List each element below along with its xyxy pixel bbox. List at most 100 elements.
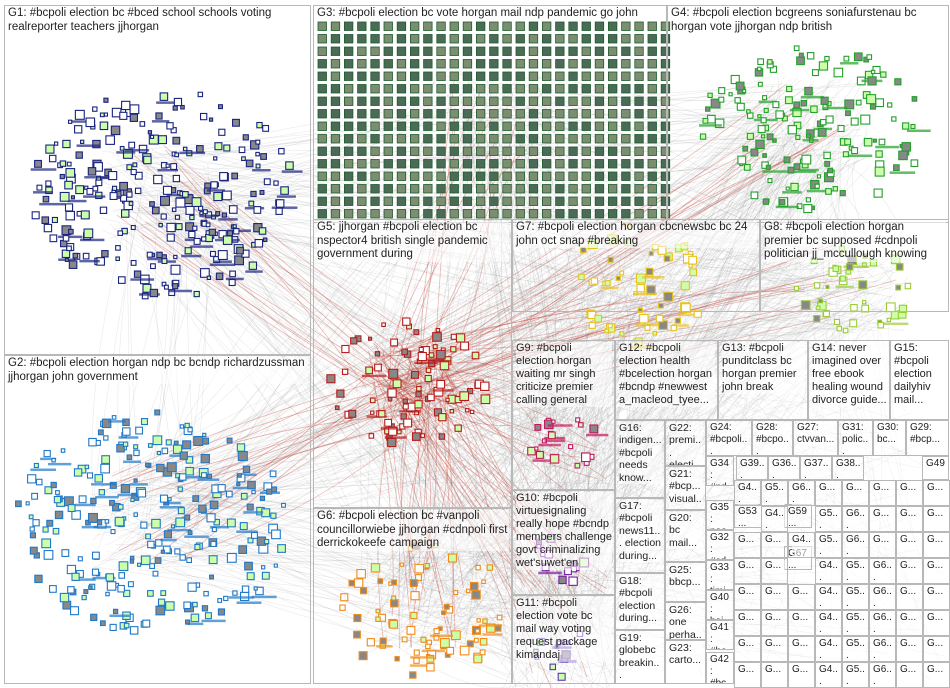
small-group-tile: G6... — [869, 584, 896, 610]
edge-line — [102, 229, 353, 388]
node-glyph — [84, 464, 90, 470]
node-glyph — [103, 435, 109, 441]
node-glyph — [150, 134, 155, 139]
node-glyph — [245, 159, 254, 168]
edge-line — [200, 224, 684, 627]
edge-line — [105, 393, 375, 491]
node-glyph — [186, 557, 193, 563]
node-label-mark — [169, 454, 187, 457]
node-glyph — [170, 127, 177, 134]
edge-line — [463, 456, 597, 643]
node-glyph — [31, 211, 40, 220]
node-glyph — [278, 147, 285, 155]
node-glyph — [126, 164, 133, 171]
small-group-tile: G... — [923, 610, 950, 636]
group-g49-panel: G49 — [922, 456, 949, 480]
edge-line — [379, 340, 516, 688]
node-glyph — [244, 561, 253, 571]
node-label-mark — [236, 601, 262, 604]
group-g18-panel: G18: #bcpoli election during... — [615, 573, 665, 630]
small-group-tile: G5... — [761, 480, 788, 506]
edge-line — [184, 113, 751, 161]
node-glyph — [182, 146, 188, 152]
edge-line — [101, 193, 857, 334]
group-g36-panel: G36... — [768, 456, 800, 480]
edge-line — [162, 291, 604, 545]
small-group-tile-label: G... — [765, 586, 785, 598]
edge-line — [142, 234, 376, 385]
edge-line — [129, 223, 141, 483]
node-label-mark — [147, 257, 166, 261]
edge-line — [190, 222, 871, 330]
small-group-tile-label: G6... — [873, 638, 893, 661]
edge-line — [147, 252, 812, 565]
group-g15-label: G15: #bcpoli election dailyhiv mail... — [894, 342, 946, 407]
node-glyph — [160, 195, 170, 206]
edge-line — [367, 408, 760, 447]
edge-line — [443, 285, 590, 644]
node-glyph — [192, 495, 200, 503]
edge-line — [507, 69, 581, 485]
edge-line — [467, 142, 854, 159]
small-group-tile-label: G... — [927, 586, 947, 598]
small-group-tile-label: G... — [927, 612, 947, 624]
small-group-tile-label: G... — [900, 586, 920, 598]
group-g18-label: G18: #bcpoli election during... — [619, 575, 662, 625]
node-glyph — [127, 581, 134, 588]
edge-line — [128, 158, 606, 288]
node-glyph — [51, 216, 58, 224]
group-g19-panel: G19: globebc breakin... — [615, 630, 665, 684]
group-g20-label: G20: bc mail... — [669, 512, 703, 550]
node-glyph — [172, 136, 181, 145]
node-glyph — [72, 252, 79, 259]
node-glyph — [158, 222, 163, 228]
group-g4-label: G4: #bcpoli election bcgreens soniafurst… — [671, 7, 946, 35]
node-glyph — [99, 206, 108, 214]
node-glyph — [142, 283, 152, 293]
edge-line — [118, 158, 534, 688]
node-glyph — [27, 474, 37, 484]
node-glyph — [221, 212, 227, 218]
node-glyph — [180, 104, 185, 110]
node-glyph — [655, 314, 664, 323]
node-label-mark — [123, 460, 142, 464]
edge-line — [405, 300, 614, 417]
node-glyph — [68, 228, 74, 235]
small-group-tile-label: G... — [873, 534, 893, 546]
small-group-tile-label: G5... — [765, 482, 785, 505]
small-group-tile-label: G... — [738, 664, 758, 676]
edge-line — [136, 139, 453, 365]
edge-line — [405, 103, 767, 332]
node-label-mark — [71, 120, 96, 123]
node-glyph — [143, 155, 152, 165]
node-glyph — [66, 245, 72, 252]
node-glyph — [114, 516, 125, 527]
small-group-tile: G... — [734, 558, 761, 584]
group-g53-label: G53... — [738, 506, 759, 527]
group-g34-label: G34: #ndp... — [710, 458, 731, 485]
node-glyph — [189, 214, 195, 221]
edge-line — [375, 326, 606, 388]
node-glyph — [86, 187, 94, 195]
group-g32-panel: G32: #cd... — [706, 530, 734, 560]
node-label-mark — [206, 189, 225, 192]
node-glyph — [156, 251, 163, 259]
edge-line — [457, 81, 610, 292]
node-glyph — [241, 585, 250, 593]
edge-line — [201, 555, 583, 588]
node-label-mark — [76, 144, 100, 147]
node-glyph — [146, 251, 153, 258]
edge-line — [427, 126, 842, 413]
node-glyph — [214, 142, 223, 151]
edge-line — [442, 97, 764, 143]
edge-line — [501, 120, 515, 652]
node-glyph — [106, 581, 117, 591]
small-group-tile: G6... — [869, 636, 896, 662]
group-g39-label: G39... — [740, 458, 765, 480]
node-glyph — [73, 468, 83, 477]
node-glyph — [188, 230, 196, 239]
node-glyph — [140, 521, 148, 529]
node-glyph — [250, 140, 260, 150]
group-g3-label: G3: #bcpoli election bc vote horgan mail… — [317, 7, 664, 21]
edge-line — [673, 257, 829, 281]
